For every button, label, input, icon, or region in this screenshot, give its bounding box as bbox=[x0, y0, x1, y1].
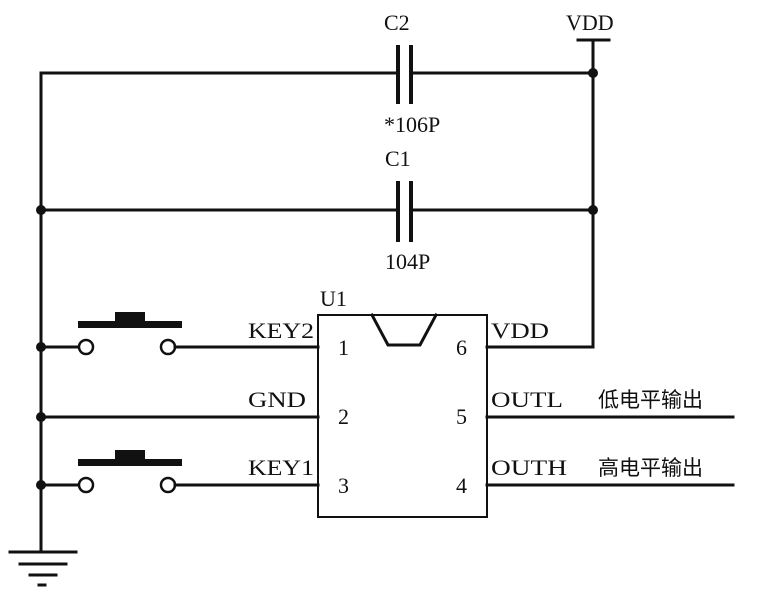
ic-u1: U1 1 2 3 4 5 6 KEY2 GND KEY1 OUTH OUTL V… bbox=[248, 286, 567, 518]
key2-terminal-right bbox=[159, 338, 177, 356]
pin-3-net-label: KEY1 bbox=[248, 455, 314, 480]
outh-note: 高电平输出 bbox=[598, 456, 703, 480]
c1-ref-label: C1 bbox=[385, 146, 411, 171]
pin-4-number: 4 bbox=[456, 473, 467, 498]
key2-actuator-bar bbox=[78, 321, 182, 328]
ic-notch bbox=[369, 312, 439, 347]
key1-actuator-bar bbox=[78, 459, 182, 466]
c2-value-label: *106P bbox=[384, 112, 440, 137]
pin-1-number: 1 bbox=[338, 335, 349, 360]
key1-terminal-right bbox=[159, 476, 177, 494]
c1-value-label: 104P bbox=[385, 249, 430, 274]
pin-6-number: 6 bbox=[456, 335, 467, 360]
junction-dot bbox=[588, 205, 598, 215]
ic-ref-label: U1 bbox=[320, 286, 347, 311]
pin-5-net-label: OUTL bbox=[491, 387, 563, 412]
key1-terminal-left bbox=[77, 476, 95, 494]
pin-4-net-label: OUTH bbox=[491, 455, 567, 480]
switch-key1 bbox=[39, 450, 320, 494]
pin-2-net-label: GND bbox=[248, 387, 306, 412]
pin-3-number: 3 bbox=[338, 473, 349, 498]
pin-1-net-label: KEY2 bbox=[248, 318, 314, 343]
pin-5-number: 5 bbox=[456, 404, 467, 429]
pin-6-net-label: VDD bbox=[491, 318, 549, 343]
vdd-top-label: VDD bbox=[566, 10, 614, 35]
key2-button-cap bbox=[115, 312, 145, 324]
junction-dot bbox=[588, 68, 598, 78]
switch-key2 bbox=[39, 312, 320, 356]
junction-dot bbox=[36, 205, 46, 215]
c2-ref-label: C2 bbox=[384, 10, 410, 35]
key2-terminal-left bbox=[77, 338, 95, 356]
vdd-supply-symbol: VDD bbox=[566, 10, 614, 42]
capacitor-c2: C2 *106P bbox=[39, 10, 595, 137]
key1-button-cap bbox=[115, 450, 145, 462]
pin-2-number: 2 bbox=[338, 404, 349, 429]
outl-note: 低电平输出 bbox=[598, 388, 703, 412]
capacitor-c1: C1 104P bbox=[39, 146, 595, 274]
ground-icon bbox=[8, 550, 78, 587]
